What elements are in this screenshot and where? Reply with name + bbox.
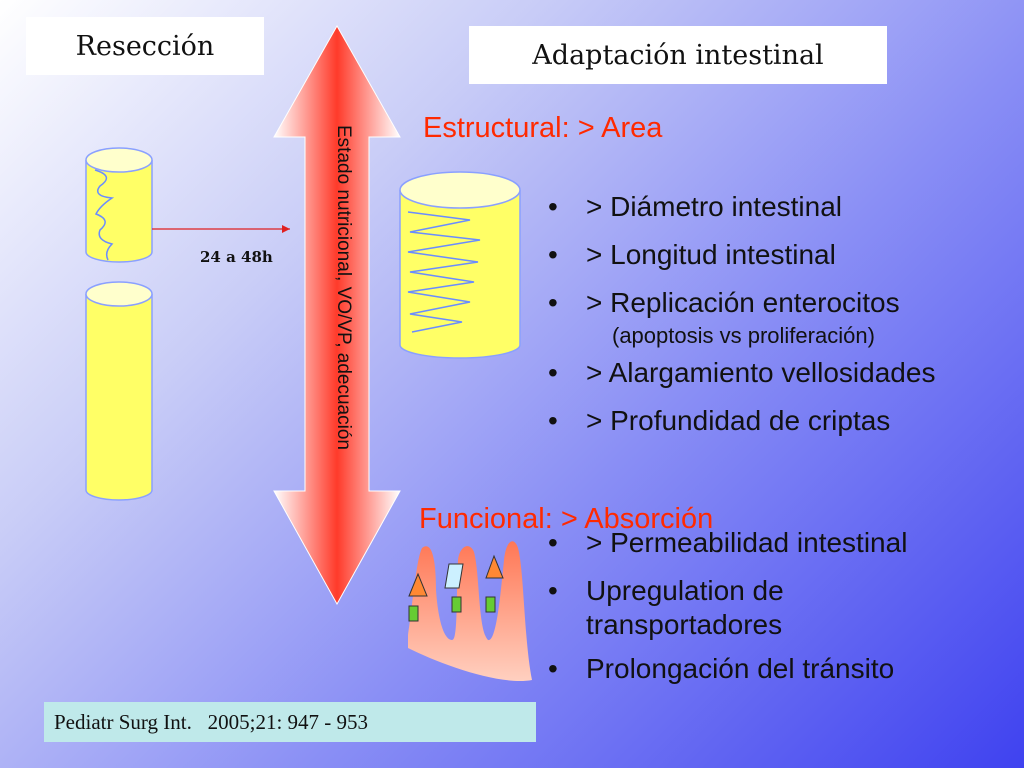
time-label: 24 a 48h bbox=[200, 248, 273, 266]
bullet-icon: • bbox=[548, 575, 558, 606]
reseccion-title-text: Resección bbox=[75, 30, 215, 62]
bullet-icon: • bbox=[548, 287, 558, 318]
list-item: •Upregulation de transportadores bbox=[548, 575, 784, 640]
resected-cylinder-bottom bbox=[85, 281, 153, 501]
funcional-heading: Funcional: > Absorción bbox=[419, 503, 714, 535]
transporter-triangle-2 bbox=[485, 554, 504, 579]
arrow-label: Estado nutricional, VO/VP, adecuación bbox=[332, 125, 360, 515]
list-item: •Prolongación del tránsito bbox=[548, 653, 895, 684]
funcional-list: •> Permeabilidad intestinal •Upregulatio… bbox=[548, 526, 1018, 700]
resected-cylinder-top bbox=[85, 147, 153, 263]
bullet-icon: • bbox=[548, 357, 558, 388]
transporter-square-3 bbox=[485, 596, 496, 613]
transporter-square-1 bbox=[408, 605, 419, 622]
bullet-icon: • bbox=[548, 653, 558, 684]
adaptacion-title-text: Adaptación intestinal bbox=[532, 39, 824, 71]
list-item: •> Permeabilidad intestinal bbox=[548, 527, 908, 558]
bullet-icon: • bbox=[548, 191, 558, 222]
list-item: •> Profundidad de criptas bbox=[548, 405, 891, 436]
list-subitem: (apoptosis vs proliferación) bbox=[612, 323, 875, 348]
bullet-icon: • bbox=[548, 239, 558, 270]
estructural-heading: Estructural: > Area bbox=[423, 112, 663, 144]
estructural-list: •> Diámetro intestinal •> Longitud intes… bbox=[548, 190, 1018, 452]
transporter-square-2 bbox=[451, 596, 462, 613]
reseccion-title: Resección bbox=[26, 17, 264, 75]
list-item: •> Replicación enterocitos bbox=[548, 287, 900, 318]
citation: Pediatr Surg Int. 2005;21: 947 - 953 bbox=[44, 702, 536, 742]
villi-illustration bbox=[408, 541, 532, 682]
double-arrow bbox=[273, 24, 401, 606]
bullet-icon: • bbox=[548, 527, 558, 558]
transporter-triangle-1 bbox=[408, 572, 428, 597]
list-item: •> Alargamiento vellosidades bbox=[548, 357, 936, 388]
list-item: •> Longitud intestinal bbox=[548, 239, 836, 270]
arrow-label-text: Estado nutricional, VO/VP, adecuación bbox=[333, 125, 354, 450]
adaptacion-title: Adaptación intestinal bbox=[469, 26, 887, 84]
list-item: •> Diámetro intestinal bbox=[548, 191, 843, 222]
adapted-cylinder bbox=[399, 171, 521, 359]
connector-arrow-head bbox=[282, 225, 290, 233]
transporter-parallelogram bbox=[444, 563, 464, 589]
bullet-icon: • bbox=[548, 405, 558, 436]
